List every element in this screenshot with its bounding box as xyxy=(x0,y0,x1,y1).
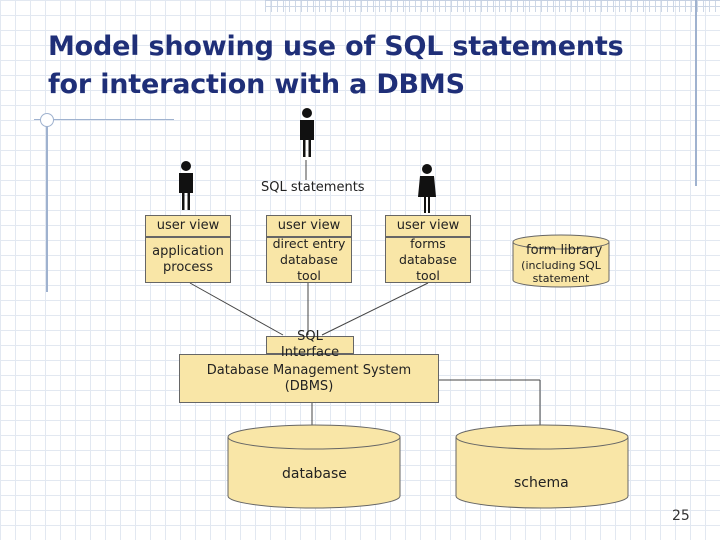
user-view-box-right: user view xyxy=(385,215,471,237)
user-view-box-left: user view xyxy=(145,215,231,237)
database-label: database xyxy=(282,466,347,482)
form-library-cylinder xyxy=(512,234,610,288)
direct-entry-tool-box: direct entry database tool xyxy=(266,236,352,283)
schema-cylinder xyxy=(455,424,629,509)
title-underline xyxy=(34,119,174,120)
right-decor-line xyxy=(695,0,697,186)
person-icon-top xyxy=(300,108,314,157)
person-icon-left xyxy=(179,161,193,210)
title-line-1: Model showing use of SQL statements xyxy=(48,31,624,62)
decor-circle xyxy=(40,113,54,127)
form-library-label: form library xyxy=(526,243,603,258)
user-view-box-middle: user view xyxy=(266,215,352,237)
forms-tool-box: forms database tool xyxy=(385,236,471,283)
form-library-sublabel: (including SQL statement xyxy=(521,259,601,285)
title-line-2: for interaction with a DBMS xyxy=(48,69,465,100)
slide-title: Model showing use of SQL statements for … xyxy=(48,28,688,104)
top-decor-band xyxy=(265,0,720,12)
page-number: 25 xyxy=(672,508,690,524)
schema-label: schema xyxy=(514,475,569,491)
application-process-box: application process xyxy=(145,237,231,283)
left-decor-line xyxy=(46,118,48,292)
sql-statements-label: SQL statements xyxy=(261,180,365,195)
sql-interface-box: SQL Interface xyxy=(266,329,354,360)
person-icon-right xyxy=(418,164,436,213)
dbms-box: Database Management System (DBMS) xyxy=(179,354,439,403)
database-cylinder xyxy=(227,424,401,509)
